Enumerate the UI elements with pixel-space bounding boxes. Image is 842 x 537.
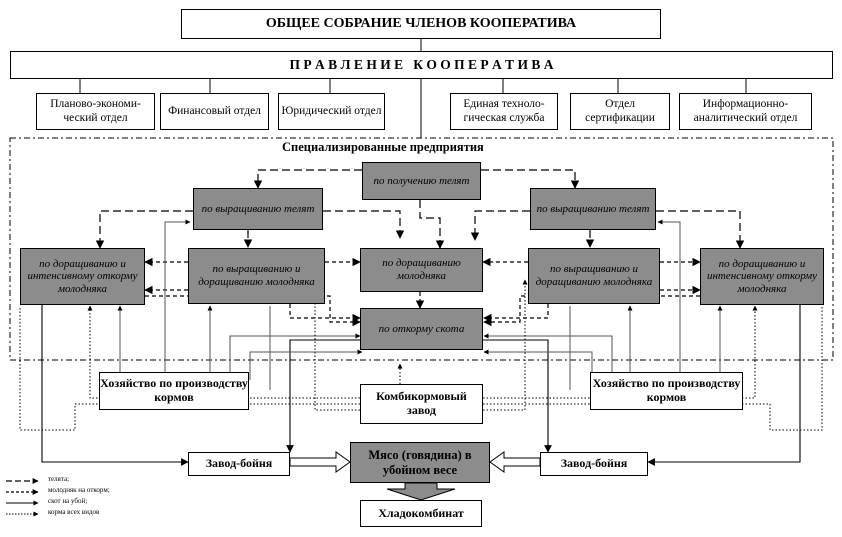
feed-farm-left-label: Хозяйство по производству кормов xyxy=(100,376,248,404)
enterprise-fattening-label: по откорму скота xyxy=(378,322,465,335)
feed-farm-left: Хозяйство по производству кормов xyxy=(99,372,249,410)
feed-farm-right: Хозяйство по производству кормов xyxy=(590,372,743,410)
dept-planning: Планово-экономи-ческий отдел xyxy=(36,93,155,130)
enterprise-growing-center: по доращиванию молодняка xyxy=(360,248,483,292)
enterprise-fattening: по откорму скота xyxy=(360,308,483,350)
legend-label-young-stock: молодняк на откорм; xyxy=(48,486,110,494)
dept-analytics-label: Информационно-аналитический отдел xyxy=(693,98,798,124)
board-label: П Р А В Л Е Н И Е К О О П Е Р А Т И В А xyxy=(289,57,554,73)
dept-tech-service: Единая техноло-гическая служба xyxy=(450,93,558,130)
general-meeting-label: ОБЩЕЕ СОБРАНИЕ ЧЛЕНОВ КООПЕРАТИВА xyxy=(265,15,577,31)
meat-label: Мясо (говядина) в убойном весе xyxy=(368,448,472,477)
feed-lines xyxy=(117,219,723,390)
enterprise-growing-center-label: по доращиванию молодняка xyxy=(382,257,461,282)
slaughter-right-label: Завод-бойня xyxy=(560,456,628,471)
enterprise-finishing-right-label: по доращиванию и интенсивному откорму мо… xyxy=(706,257,818,295)
dept-analytics: Информационно-аналитический отдел xyxy=(679,93,812,130)
slaughter-left-label: Завод-бойня xyxy=(205,456,273,471)
dept-finance: Финансовый отдел xyxy=(160,93,269,130)
slaughter-left: Завод-бойня xyxy=(188,452,290,476)
hollow-arrows xyxy=(289,451,541,473)
feed-mill-label: Комбикормовый завод xyxy=(376,389,467,417)
slaughter-right: Завод-бойня xyxy=(540,452,648,476)
enterprise-rearing-right: по выращиванию телят xyxy=(530,188,656,230)
enterprise-finishing-left-label: по доращиванию и интенсивному откорму мо… xyxy=(27,257,138,295)
legend-item-slaughter: скот на убой; xyxy=(6,497,186,508)
legend-item-young-stock: молодняк на откорм; xyxy=(6,486,186,497)
enterprise-calves-label: по получению телят xyxy=(373,174,470,187)
legend-item-calves: телята; xyxy=(6,475,186,486)
specialized-frame xyxy=(9,137,834,361)
enterprise-rearing-left: по выращиванию телят xyxy=(193,188,323,230)
specialized-label: Специализированные предприятия xyxy=(282,140,484,154)
enterprise-rearing-left-label: по выращиванию телят xyxy=(201,202,315,215)
calves-flow xyxy=(95,169,745,249)
board-box: П Р А В Л Е Н И Е К О О П Е Р А Т И В А xyxy=(10,51,833,79)
enterprise-finishing-left: по доращиванию и интенсивному откорму мо… xyxy=(20,248,145,305)
legend-label-calves: телята; xyxy=(48,475,70,483)
legend-label-slaughter: скот на убой; xyxy=(48,497,88,505)
dept-planning-label: Планово-экономи-ческий отдел xyxy=(50,98,141,124)
enterprise-rearing-growing-left-label: по выращиванию и доращиванию молодняка xyxy=(198,263,315,288)
down-arrow xyxy=(386,482,456,501)
enterprise-calves: по получению телят xyxy=(362,162,481,200)
cold-plant: Хладокомбинат xyxy=(360,500,482,527)
general-meeting-box: ОБЩЕЕ СОБРАНИЕ ЧЛЕНОВ КООПЕРАТИВА xyxy=(181,9,661,39)
meat-box: Мясо (говядина) в убойном весе xyxy=(350,442,490,483)
enterprise-rearing-growing-left: по выращиванию и доращиванию молодняка xyxy=(188,248,325,304)
legend-label-feed: корма всех видов xyxy=(48,508,100,516)
dept-legal: Юридический отдел xyxy=(278,93,385,130)
enterprise-finishing-right: по доращиванию и интенсивному откорму мо… xyxy=(700,248,824,305)
dept-certification-label: Отдел сертификации xyxy=(585,98,655,124)
feed-farm-right-label: Хозяйство по производству кормов xyxy=(592,376,741,404)
legend-item-feed: корма всех видов xyxy=(6,508,186,519)
slaughter-flow xyxy=(41,305,801,510)
hierarchy-lines xyxy=(79,39,747,138)
cold-plant-label: Хладокомбинат xyxy=(378,505,464,520)
dept-tech-service-label: Единая техноло-гическая служба xyxy=(463,98,545,124)
dept-finance-label: Финансовый отдел xyxy=(168,104,261,117)
dept-certification: Отдел сертификации xyxy=(570,93,670,130)
enterprise-rearing-growing-right: по выращиванию и доращиванию молодняка xyxy=(528,248,660,304)
enterprise-rearing-growing-right-label: по выращиванию и доращиванию молодняка xyxy=(535,263,653,288)
enterprise-rearing-right-label: по выращиванию телят xyxy=(536,202,650,215)
dept-legal-label: Юридический отдел xyxy=(281,104,382,117)
feed-mill: Комбикормовый завод xyxy=(360,384,483,424)
legend: телята; молодняк на откорм; скот на убой… xyxy=(6,475,186,521)
